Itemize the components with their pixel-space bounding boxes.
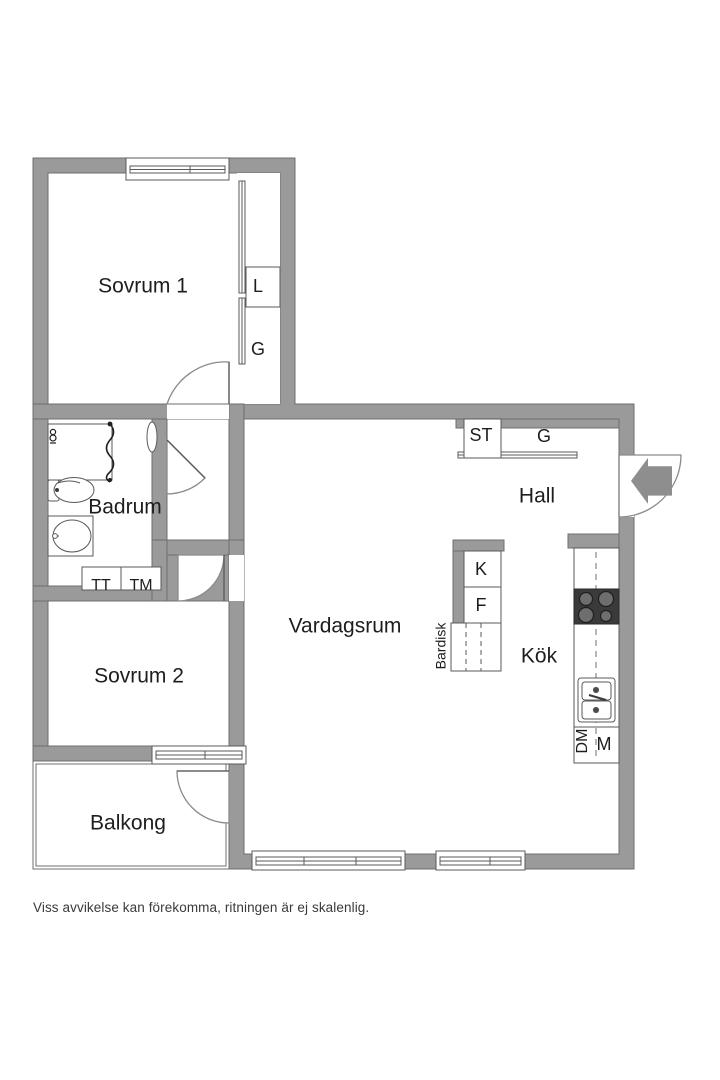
shower-tap bbox=[49, 428, 57, 444]
wall-hall-sovrum2 bbox=[166, 539, 230, 556]
cabinet-label-mikro: M bbox=[597, 734, 612, 754]
gap-sovrum1-door bbox=[167, 404, 229, 419]
room-label-badrum: Badrum bbox=[88, 496, 162, 519]
box-bardisk bbox=[450, 622, 502, 672]
wash-basin bbox=[47, 515, 94, 557]
cabinet-label-linne: L bbox=[253, 276, 263, 296]
cabinet-label-garderob-hall: G bbox=[537, 426, 551, 446]
door-sovrum2 bbox=[177, 554, 225, 602]
win-sovrum1-top bbox=[125, 157, 230, 181]
box-f bbox=[463, 586, 502, 624]
sink bbox=[577, 677, 616, 723]
room-label-sovrum1: Sovrum 1 bbox=[98, 275, 188, 298]
cabinet-label-diskmaskin: DM bbox=[574, 729, 591, 754]
shower bbox=[47, 423, 113, 481]
kitchen-run bbox=[573, 547, 620, 764]
toilet bbox=[47, 477, 95, 503]
room-label-vardagsrum: Vardagsrum bbox=[289, 615, 402, 638]
cabinet-labels: L G ST G TT TM K F DM M Bardisk bbox=[91, 276, 611, 754]
gap-sovrum2-door bbox=[229, 555, 244, 601]
box-tm bbox=[120, 566, 162, 591]
cabinet-label-garderob-sov: G bbox=[251, 339, 265, 359]
wall-kok-stub bbox=[567, 533, 620, 549]
bathroom-fixtures bbox=[47, 421, 158, 557]
cabinet-label-tvattmaskin: TM bbox=[129, 577, 152, 594]
room-label-sovrum2: Sovrum 2 bbox=[94, 665, 184, 688]
win-living-right bbox=[435, 850, 526, 871]
door-swings bbox=[166, 361, 682, 824]
door-entre bbox=[618, 454, 682, 518]
box-k bbox=[463, 550, 502, 588]
cabinet-boxes bbox=[81, 266, 502, 672]
win-living-left bbox=[251, 850, 406, 871]
cabinet-label-skap-k: K bbox=[475, 559, 487, 579]
wall-hall-closets bbox=[455, 418, 620, 429]
room-label-hall: Hall bbox=[519, 485, 555, 508]
door-balkong bbox=[176, 770, 230, 824]
win-sovrum2-bottom bbox=[151, 745, 247, 765]
box-linne bbox=[245, 266, 281, 308]
cabinet-label-stadskap: ST bbox=[469, 425, 492, 445]
closet-sliding-sovrum1 bbox=[238, 180, 246, 365]
door-badrum bbox=[166, 438, 206, 495]
room-label-balkong: Balkong bbox=[90, 812, 166, 835]
bathroom-wall-unit bbox=[146, 421, 158, 453]
cabinet-label-torktumlare: TT bbox=[91, 577, 111, 594]
room-labels: Sovrum 1 Badrum Sovrum 2 Balkong Vardags… bbox=[88, 275, 557, 835]
wall-bardisk-top bbox=[452, 539, 505, 552]
cabinet-label-frys: F bbox=[476, 595, 487, 615]
stove bbox=[573, 588, 620, 625]
cabinet-label-bardisk: Bardisk bbox=[433, 622, 449, 670]
door-sovrum1 bbox=[166, 361, 230, 405]
room-label-kok: Kök bbox=[521, 645, 558, 668]
box-stadskap bbox=[463, 418, 502, 459]
disclaimer-caption: Viss avvikelse kan förekomma, ritningen … bbox=[33, 900, 370, 915]
entry-arrow bbox=[631, 457, 672, 504]
wall-corridor-right bbox=[228, 403, 245, 541]
shower-curtain bbox=[105, 423, 115, 483]
